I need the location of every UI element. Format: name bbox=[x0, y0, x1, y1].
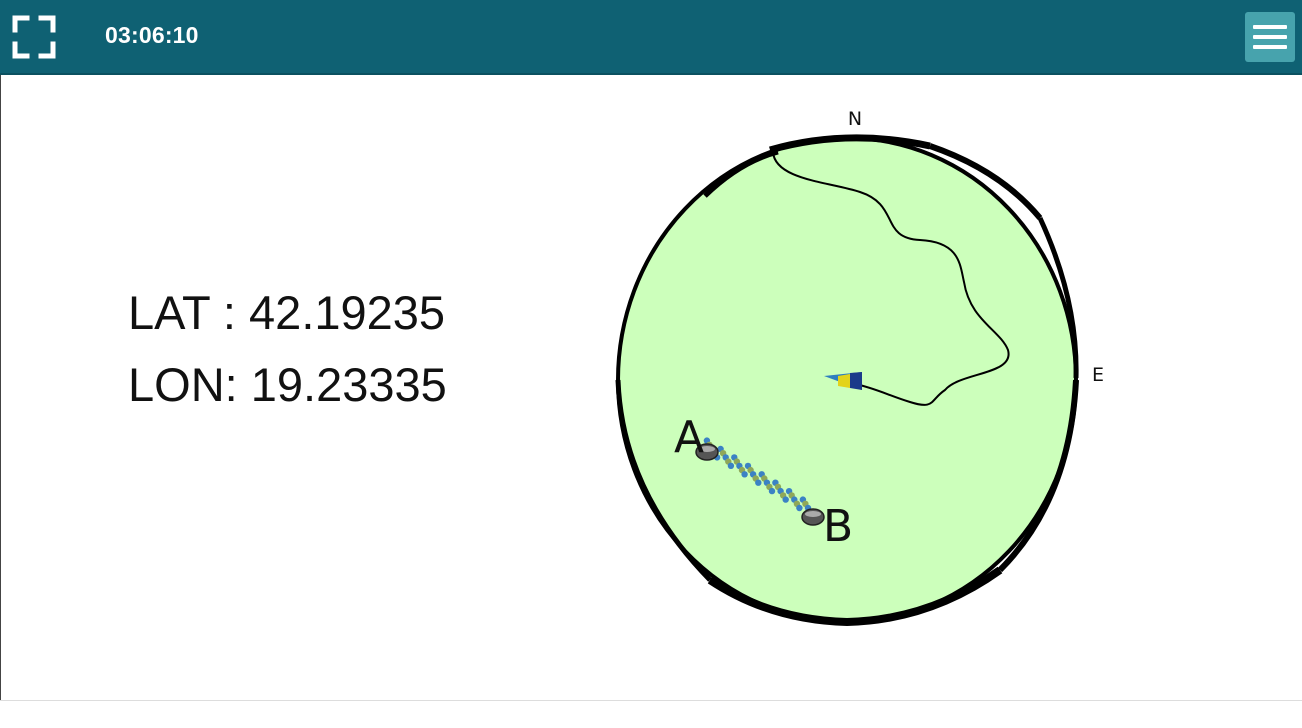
longitude-readout: LON: 19.23335 bbox=[128, 358, 447, 411]
vessel-icon bbox=[824, 372, 862, 390]
rim-bottom-thick bbox=[707, 566, 1003, 627]
rim-top-left bbox=[703, 149, 779, 198]
compass-map: N E A B bbox=[615, 108, 1104, 627]
rim-bottom-left bbox=[615, 379, 712, 582]
seeding-dot bbox=[782, 496, 789, 503]
rim-right bbox=[1037, 216, 1079, 379]
clock-display: 03:06:10 bbox=[105, 22, 199, 48]
seeding-dot bbox=[755, 479, 762, 486]
vessel-track bbox=[772, 151, 1010, 406]
marker-a-label: A bbox=[674, 412, 704, 463]
top-bar: 03:06:10 bbox=[0, 0, 1302, 75]
north-label: N bbox=[848, 108, 862, 130]
seeding-dot bbox=[768, 487, 776, 495]
east-label: E bbox=[1092, 364, 1104, 386]
fullscreen-icon[interactable] bbox=[12, 15, 56, 59]
page-divider bbox=[0, 700, 1302, 701]
rim-top-right bbox=[929, 143, 1043, 220]
marker-b-label: B bbox=[823, 501, 853, 552]
seeding-dot bbox=[727, 462, 735, 469]
latitude-readout: LAT : 42.19235 bbox=[128, 286, 446, 339]
seeding-dot bbox=[796, 504, 803, 512]
seeding-dot bbox=[741, 471, 748, 478]
rim-bottom-right bbox=[997, 379, 1079, 573]
seeding-dots bbox=[703, 437, 817, 520]
page-border bbox=[0, 75, 1, 700]
rim-top-thick bbox=[769, 134, 931, 154]
marker-b-icon[interactable] bbox=[801, 508, 825, 526]
marker-a-icon[interactable] bbox=[695, 443, 719, 461]
hamburger-menu-icon[interactable] bbox=[1245, 12, 1295, 62]
